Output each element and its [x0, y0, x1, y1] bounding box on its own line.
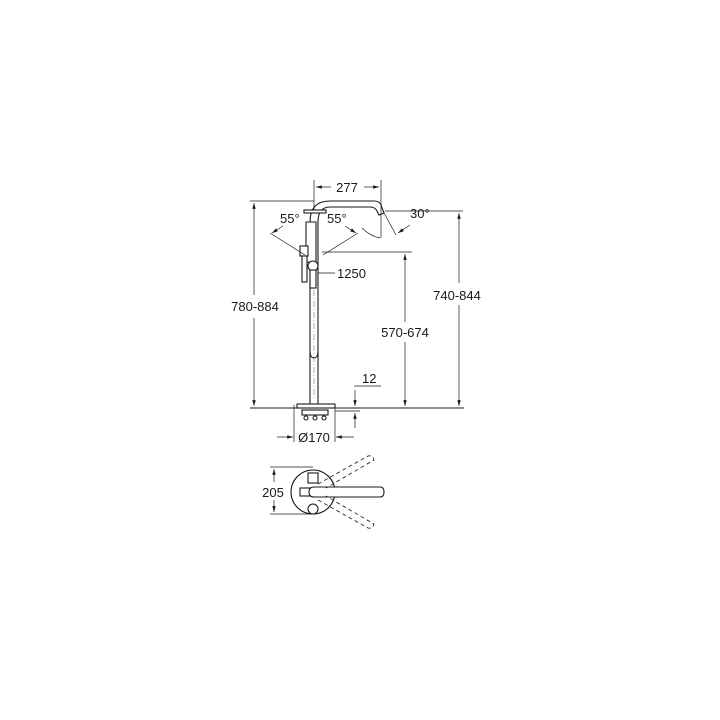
- floor-offset-label: 12: [362, 371, 376, 386]
- hose-length-label: 1250: [337, 266, 366, 281]
- handle-height-label: 570-674: [381, 325, 429, 340]
- handle-angle-dimensions: 55° 55°: [269, 211, 359, 256]
- handle-height-dimension: 570-674: [322, 251, 434, 406]
- base-diameter-label: Ø170: [298, 430, 330, 445]
- floor-offset-dimension: 12: [335, 371, 381, 428]
- spout-reach-dimension: 277: [313, 180, 382, 238]
- handle-angle-left-label: 55°: [280, 211, 300, 226]
- spout-height-label: 740-844: [433, 288, 481, 303]
- handle-angle-right-label: 55°: [327, 211, 347, 226]
- total-height-label: 780-884: [231, 299, 279, 314]
- plan-depth-dimension: 205: [259, 466, 313, 515]
- total-height-dimension: 780-884: [226, 200, 314, 406]
- plan-depth-label: 205: [262, 485, 284, 500]
- faucet-elevation: [296, 200, 385, 421]
- spout-reach-label: 277: [336, 180, 358, 195]
- spout-angle-label: 30°: [410, 206, 430, 221]
- faucet-plan-view: [290, 455, 385, 529]
- spout-angle-dimension: 30°: [361, 206, 430, 239]
- spout-height-dimension: 740-844: [385, 210, 481, 406]
- base-diameter-dimension: Ø170: [277, 405, 354, 445]
